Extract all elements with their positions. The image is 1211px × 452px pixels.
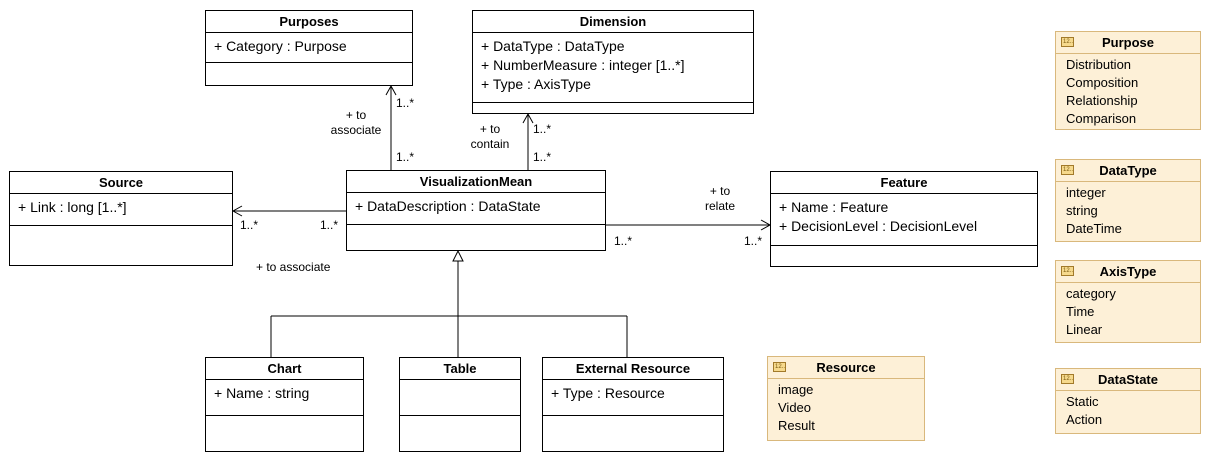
enumeration-icon: 12.. (1061, 374, 1074, 384)
enumeration-icon: 12.. (773, 362, 786, 372)
class-name: Source (10, 172, 232, 194)
enum-literal: DateTime (1066, 221, 1122, 236)
class-name: VisualizationMean (347, 171, 605, 193)
class-attributes: + Name : Feature + DecisionLevel : Decis… (771, 194, 1037, 246)
class-attributes: + Name : string (206, 380, 363, 416)
enum-literal: category (1066, 286, 1116, 301)
class-attribute: + Type : AxisType (481, 76, 591, 92)
enum-resource[interactable]: 12.. Resource image Video Result (767, 356, 925, 441)
class-attribute: + DataType : DataType (481, 38, 625, 54)
enum-literal: Composition (1066, 75, 1139, 90)
role-label-feature: + to relate (704, 184, 736, 213)
enum-name: Purpose (1101, 35, 1154, 50)
enum-header: 12.. DataType (1056, 160, 1200, 182)
class-feature[interactable]: Feature + Name : Feature + DecisionLevel… (770, 171, 1038, 267)
arrowhead-dimension (522, 112, 534, 124)
enumeration-icon: 12.. (1061, 266, 1074, 276)
class-attributes (400, 380, 520, 416)
class-table[interactable]: Table (399, 357, 521, 452)
enum-literals: category Time Linear (1056, 283, 1200, 341)
multiplicity-feature-source: 1..* (614, 234, 633, 248)
class-attributes: + Category : Purpose (206, 33, 412, 63)
enum-literal: string (1066, 203, 1098, 218)
class-name: Purposes (206, 11, 412, 33)
multiplicity-purposes-target: 1..* (396, 96, 415, 110)
enum-literal: Relationship (1066, 93, 1138, 108)
arrowhead-purposes (385, 84, 397, 96)
class-external-resource[interactable]: External Resource + Type : Resource (542, 357, 724, 452)
class-name: Table (400, 358, 520, 380)
association-lines (231, 84, 772, 357)
multiplicity-source-target: 1..* (240, 218, 259, 232)
enum-literal: Action (1066, 412, 1103, 427)
multiplicity-source-source: 1..* (320, 218, 339, 232)
enum-header: 12.. Resource (768, 357, 924, 379)
role-label-dimension: + to contain (470, 122, 510, 151)
class-attribute: + DecisionLevel : DecisionLevel (779, 218, 978, 234)
enum-header: 12.. DataState (1056, 369, 1200, 391)
class-attribute: + Category : Purpose (214, 38, 347, 54)
enum-name: DataType (1099, 163, 1157, 178)
enum-name: AxisType (1099, 264, 1157, 279)
enum-data-state[interactable]: 12.. DataState Static Action (1055, 368, 1201, 434)
role-label-source: + to associate (256, 260, 331, 274)
multiplicity-dimension-target: 1..* (533, 122, 552, 136)
class-attributes: + Type : Resource (543, 380, 723, 416)
enum-header: 12.. Purpose (1056, 32, 1200, 54)
class-attributes: + Link : long [1..*] (10, 194, 232, 226)
enum-purpose[interactable]: 12.. Purpose Distribution Composition Re… (1055, 31, 1201, 130)
enum-header: 12.. AxisType (1056, 261, 1200, 283)
class-chart[interactable]: Chart + Name : string (205, 357, 364, 452)
role-label-purposes: + to associate (330, 108, 382, 137)
class-dimension[interactable]: Dimension + DataType : DataType + Number… (472, 10, 754, 114)
enum-literals: Distribution Composition Relationship Co… (1056, 54, 1200, 130)
class-attribute: + Type : Resource (551, 385, 665, 401)
class-purposes[interactable]: Purposes + Category : Purpose (205, 10, 413, 86)
enum-literal: Comparison (1066, 111, 1137, 126)
arrowhead-source (231, 205, 243, 217)
class-name: Feature (771, 172, 1037, 194)
class-source[interactable]: Source + Link : long [1..*] (9, 171, 233, 266)
generalization-triangle (452, 249, 464, 262)
enum-data-type[interactable]: 12.. DataType integer string DateTime (1055, 159, 1201, 242)
enum-axis-type[interactable]: 12.. AxisType category Time Linear (1055, 260, 1201, 343)
enum-literals: integer string DateTime (1056, 182, 1200, 240)
enum-literals: Static Action (1056, 391, 1200, 431)
multiplicity-dimension-source: 1..* (533, 150, 552, 164)
enum-literal: Time (1066, 304, 1095, 319)
enum-name: DataState (1098, 372, 1158, 387)
class-attributes: + DataDescription : DataState (347, 193, 605, 225)
enum-literal: Distribution (1066, 57, 1132, 72)
class-name: Dimension (473, 11, 753, 33)
multiplicity-purposes-source: 1..* (396, 150, 415, 164)
class-attribute: + NumberMeasure : integer [1..*] (481, 57, 685, 73)
class-attribute: + Name : string (214, 385, 310, 401)
enum-literal: Static (1066, 394, 1099, 409)
class-attribute: + DataDescription : DataState (355, 198, 541, 214)
enumeration-icon: 12.. (1061, 165, 1074, 175)
multiplicity-feature-target: 1..* (744, 234, 763, 248)
enumeration-icon: 12.. (1061, 37, 1074, 47)
class-name: External Resource (543, 358, 723, 380)
enum-name: Resource (816, 360, 876, 375)
enum-literal: Result (778, 418, 815, 433)
class-visualization-mean[interactable]: VisualizationMean + DataDescription : Da… (346, 170, 606, 251)
class-attribute: + Name : Feature (779, 199, 889, 215)
enum-literal: image (778, 382, 814, 397)
class-name: Chart (206, 358, 363, 380)
class-attributes: + DataType : DataType + NumberMeasure : … (473, 33, 753, 103)
class-attribute: + Link : long [1..*] (18, 199, 127, 215)
enum-literal: Video (778, 400, 812, 415)
enum-literal: integer (1066, 185, 1106, 200)
enum-literal: Linear (1066, 322, 1103, 337)
enum-literals: image Video Result (768, 379, 924, 437)
